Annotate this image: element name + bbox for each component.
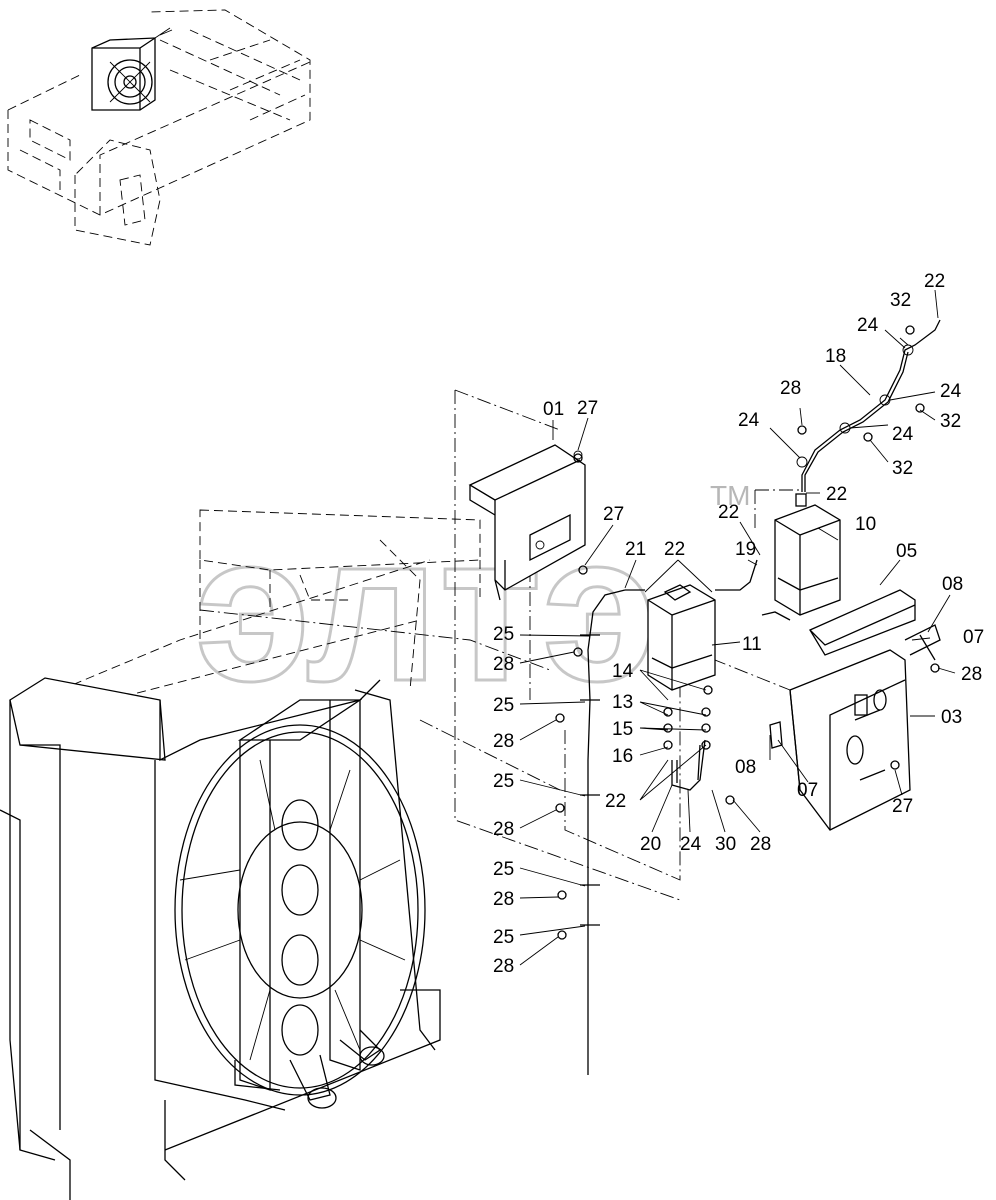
callout-28: 28 bbox=[493, 654, 514, 675]
callout-28: 28 bbox=[780, 378, 801, 399]
part-10-11-tanks bbox=[647, 493, 841, 691]
callout-11: 11 bbox=[742, 634, 762, 655]
callout-18: 18 bbox=[825, 346, 846, 367]
callout-25: 25 bbox=[493, 771, 514, 792]
callout-22: 22 bbox=[924, 271, 945, 292]
callout-01: 01 bbox=[543, 399, 564, 420]
callout-28: 28 bbox=[493, 731, 514, 752]
callout-05: 05 bbox=[896, 541, 917, 562]
callout-14: 14 bbox=[612, 661, 634, 682]
callout-22: 22 bbox=[664, 539, 685, 560]
callout-13: 13 bbox=[612, 692, 633, 713]
callout-24: 24 bbox=[680, 834, 702, 855]
callout-08: 08 bbox=[942, 574, 963, 595]
callout-25: 25 bbox=[493, 624, 514, 645]
callout-25: 25 bbox=[493, 859, 514, 880]
callout-10: 10 bbox=[855, 514, 876, 535]
callout-21: 21 bbox=[625, 539, 646, 560]
callout-16: 16 bbox=[612, 746, 633, 767]
callout-28: 28 bbox=[493, 819, 514, 840]
callout-27: 27 bbox=[892, 796, 913, 817]
callout-28: 28 bbox=[750, 834, 771, 855]
callout-03: 03 bbox=[941, 707, 962, 728]
callout-07: 07 bbox=[797, 780, 818, 801]
callout-25: 25 bbox=[493, 927, 514, 948]
callout-22: 22 bbox=[826, 484, 847, 505]
radiator-assembly bbox=[0, 509, 561, 1200]
callout-22: 22 bbox=[718, 502, 739, 523]
callout-24: 24 bbox=[940, 381, 962, 402]
callout-32: 32 bbox=[940, 411, 961, 432]
callout-07: 07 bbox=[963, 627, 984, 648]
callout-labels: 01 27 27 21 22 19 22 22 10 22 32 24 18 2… bbox=[493, 271, 984, 977]
callout-27: 27 bbox=[577, 398, 598, 419]
callout-24: 24 bbox=[892, 424, 914, 445]
callout-24: 24 bbox=[857, 315, 879, 336]
leader-lines bbox=[519, 289, 956, 966]
part-03-05-brackets bbox=[789, 589, 941, 831]
callout-19: 19 bbox=[735, 539, 756, 560]
callout-20: 20 bbox=[640, 834, 661, 855]
callout-15: 15 bbox=[612, 719, 633, 740]
callout-22: 22 bbox=[605, 791, 626, 812]
part-01-bracket bbox=[468, 444, 586, 601]
callout-28: 28 bbox=[961, 664, 982, 685]
callout-08: 08 bbox=[735, 757, 756, 778]
callout-30: 30 bbox=[715, 834, 736, 855]
watermark-text: элтэ bbox=[195, 490, 658, 725]
callout-28: 28 bbox=[493, 956, 514, 977]
callout-28: 28 bbox=[493, 889, 514, 910]
callout-25: 25 bbox=[493, 695, 514, 716]
watermark-trademark: TM bbox=[710, 480, 750, 511]
callout-27: 27 bbox=[603, 504, 624, 525]
callout-24: 24 bbox=[738, 410, 760, 431]
callout-32: 32 bbox=[890, 290, 911, 311]
machine-locator-inset bbox=[7, 9, 311, 246]
callout-32: 32 bbox=[892, 458, 913, 479]
